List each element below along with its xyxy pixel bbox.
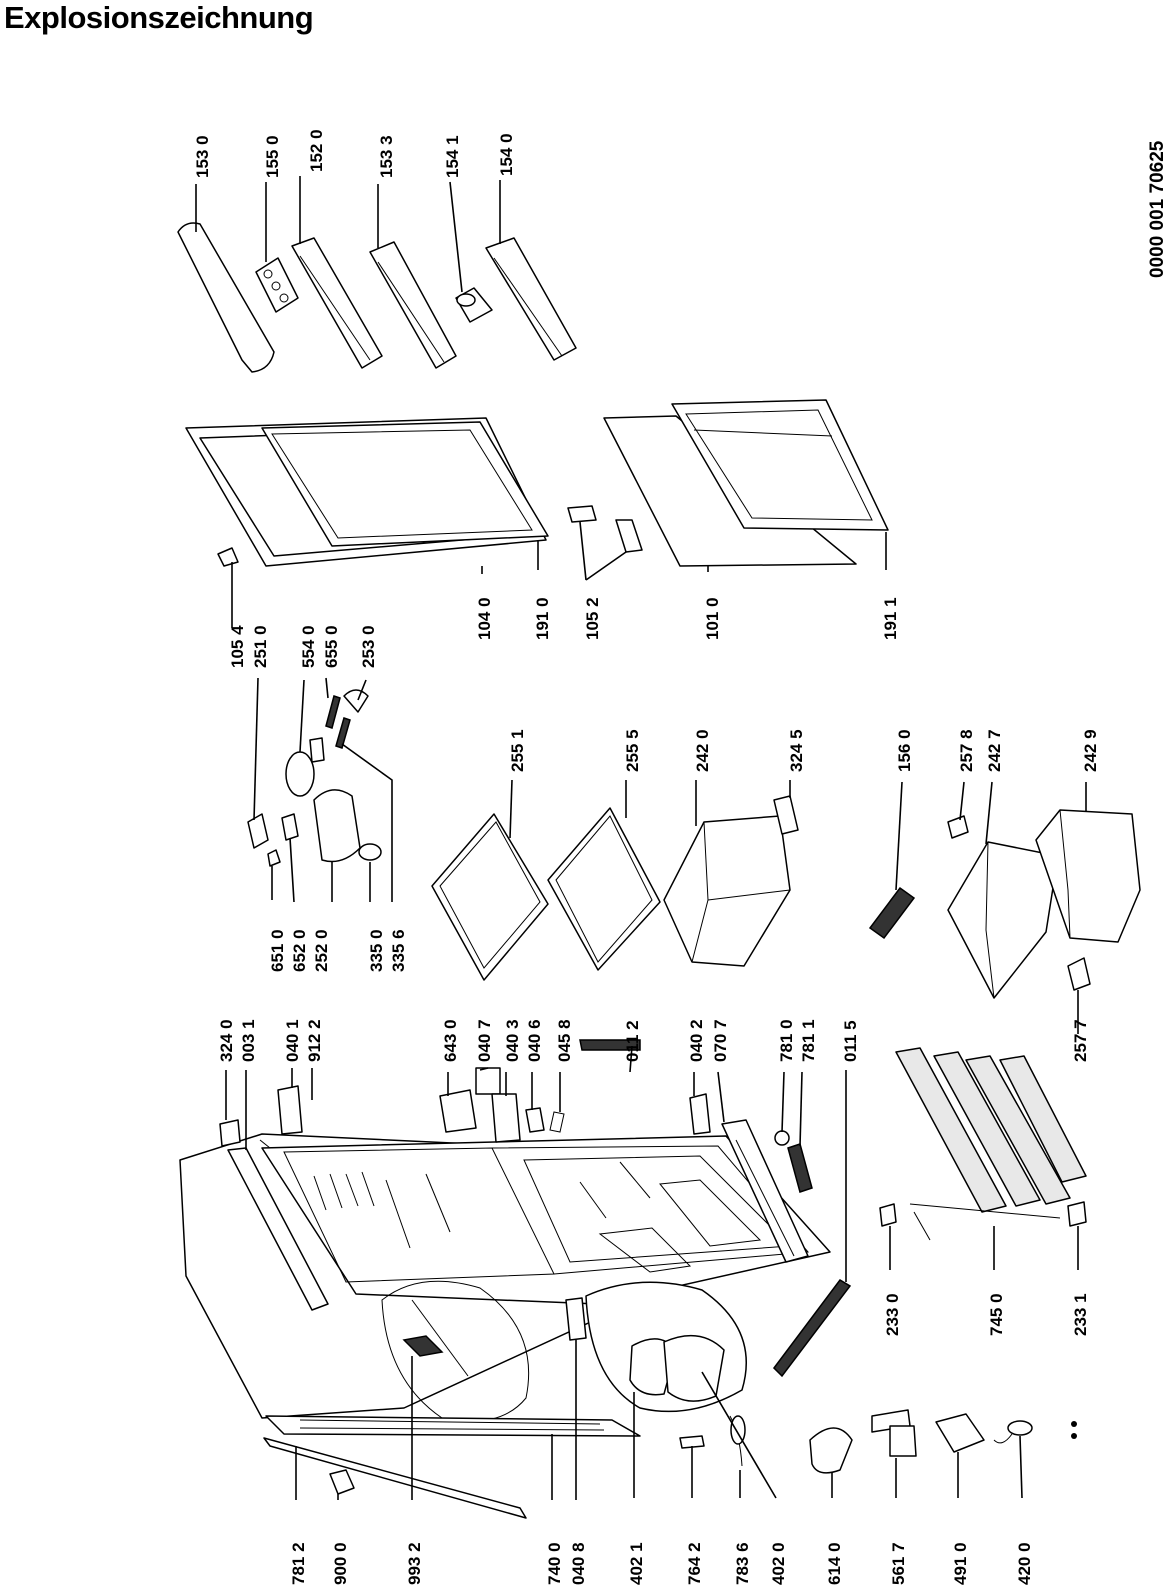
part-label: 153 3 [377, 135, 396, 178]
part-label: 242 9 [1081, 729, 1100, 772]
part-label: 324 0 [217, 1019, 236, 1062]
door-parts [185, 399, 889, 567]
part-label: 335 6 [389, 929, 408, 972]
part-label: 156 0 [895, 729, 914, 772]
part-label: 491 0 [951, 1542, 970, 1585]
part-label: 242 0 [693, 729, 712, 772]
part-label: 253 0 [359, 625, 378, 668]
part-label: 040 2 [687, 1019, 706, 1062]
part-label: 191 0 [533, 597, 552, 640]
part-label: 040 1 [283, 1019, 302, 1062]
part-label: 155 0 [263, 135, 282, 178]
part-labels: 153 0 155 0 152 0 153 3 154 1 154 0 105 … [193, 129, 1100, 1585]
part-label: 643 0 [441, 1019, 460, 1062]
part-label: 105 4 [228, 625, 247, 668]
part-label: 420 0 [1015, 1542, 1034, 1585]
part-label: 040 8 [569, 1542, 588, 1585]
part-label: 402 0 [769, 1542, 788, 1585]
door-tray-parts [177, 222, 577, 373]
page-title: Explosionszeichnung [4, 0, 314, 35]
part-label: 335 0 [367, 929, 386, 972]
part-label: 783 6 [733, 1542, 752, 1585]
document-number: 0000 001 70625 [1147, 140, 1168, 278]
part-label: 251 0 [251, 625, 270, 668]
part-label: 554 0 [299, 625, 318, 668]
part-label: 252 0 [312, 929, 331, 972]
part-label: 003 1 [239, 1019, 258, 1062]
part-label: 781 1 [799, 1019, 818, 1062]
part-label: 040 6 [525, 1019, 544, 1062]
part-label: 655 0 [322, 625, 341, 668]
part-label: 257 8 [957, 729, 976, 772]
shelves-and-crisper [431, 795, 799, 981]
part-label: 154 0 [497, 133, 516, 176]
part-label: 153 0 [193, 135, 212, 178]
part-label: 652 0 [290, 929, 309, 972]
part-label: 011 2 [623, 1020, 642, 1062]
part-label: 900 0 [331, 1542, 350, 1585]
part-label: 912 2 [305, 1019, 324, 1062]
part-label: 781 0 [777, 1019, 796, 1062]
part-label: 154 1 [443, 135, 462, 178]
part-label: 045 8 [555, 1019, 574, 1062]
part-label: 152 0 [307, 129, 326, 172]
part-label: 402 1 [627, 1542, 646, 1585]
cabinet-body [179, 1039, 852, 1519]
part-label: 745 0 [987, 1293, 1006, 1336]
part-label: 324 5 [787, 729, 806, 772]
part-label: 257 7 [1071, 1019, 1090, 1062]
part-label: 011 5 [841, 1020, 860, 1062]
part-label: 040 3 [503, 1019, 522, 1062]
part-label: 614 0 [825, 1542, 844, 1585]
part-label: 105 2 [583, 597, 602, 640]
part-label: 040 7 [475, 1019, 494, 1062]
wire-shelves [879, 1047, 1087, 1241]
part-label: 255 5 [623, 729, 642, 772]
part-label: 561 7 [889, 1542, 908, 1585]
part-label: 255 1 [508, 729, 527, 772]
bottom-components [329, 1409, 1077, 1495]
part-label: 764 2 [685, 1542, 704, 1585]
part-label: 740 0 [545, 1542, 564, 1585]
leader-lines [195, 176, 1087, 1500]
part-label: 233 1 [1071, 1293, 1090, 1336]
part-label: 651 0 [268, 929, 287, 972]
part-label: 242 7 [985, 729, 1004, 772]
part-label: 191 1 [881, 597, 900, 640]
part-label: 993 2 [405, 1542, 424, 1585]
part-label: 233 0 [883, 1293, 902, 1336]
thermostat-light-assembly [247, 689, 382, 867]
freezer-drawers [868, 809, 1141, 999]
part-label: 781 2 [289, 1542, 308, 1585]
part-label: 104 0 [475, 597, 494, 640]
part-label: 101 0 [703, 597, 722, 640]
part-label: 070 7 [711, 1019, 730, 1062]
